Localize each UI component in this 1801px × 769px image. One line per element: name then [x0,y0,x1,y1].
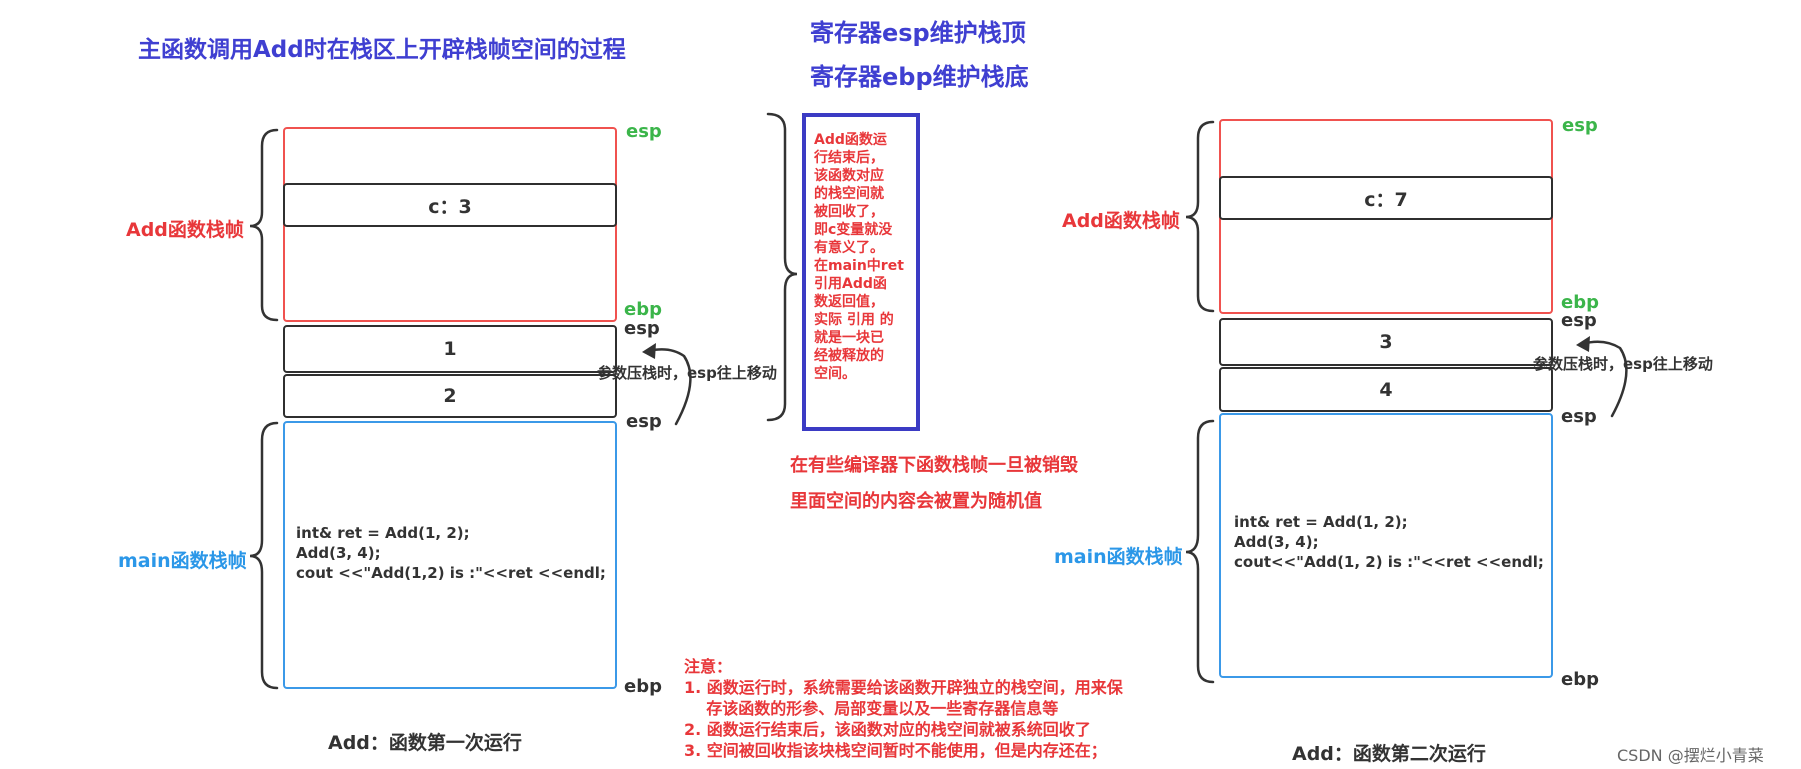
explain-line: 即c变量就没 [814,222,893,238]
left-push-note: 参数压栈时，esp往上移动 [597,364,777,382]
left-esp-top-label: esp [626,121,662,142]
explain-line: 引用Add函 [814,276,887,292]
diagram-title: 主函数调用Add时在栈区上开辟栈帧空间的过程 [138,37,626,63]
right-esp-low-label: esp [1561,406,1597,427]
left-arrow-head [642,343,656,359]
left-main-frame-label: main函数栈帧 [118,550,247,572]
explain-line: 实际 引用 的 [814,312,894,328]
left-curve-arrow [646,348,692,426]
bottom-notes: 注意： 1. 函数运行时，系统需要给该函数开辟独立的栈空间，用来保 存该函数的形… [684,656,1123,761]
left-esp-low-label: esp [626,411,662,432]
left-slot-c: c：3 [283,183,617,227]
compiler-note-line-1: 在有些编译器下函数栈帧一旦被销毁 [790,455,1078,476]
explain-line: 有意义了。 [814,240,884,256]
right-main-frame [1219,413,1553,678]
right-code-line-1: int& ret = Add(1, 2); [1234,513,1408,531]
right-code-line-2: Add(3, 4); [1234,533,1319,551]
left-code-line-1: int& ret = Add(1, 2); [296,524,470,542]
right-main-brace [1185,419,1215,684]
left-ebp-bottom-label: ebp [624,676,662,697]
explain-line: 在main中ret [814,258,904,274]
explain-brace [766,112,798,422]
register-note-esp: 寄存器esp维护栈顶 [810,19,1026,47]
bottom-note-line: 2. 函数运行结束后，该函数对应的栈空间就被系统回收了 [684,720,1091,739]
explain-line: Add函数运 [814,132,887,148]
explain-line: 的栈空间就 [814,186,884,202]
bottom-note-line: 1. 函数运行时，系统需要给该函数开辟独立的栈空间，用来保 [684,678,1123,697]
right-esp-mid-label: esp [1561,310,1597,331]
compiler-note: 在有些编译器下函数栈帧一旦被销毁 里面空间的内容会被置为随机值 [790,448,1078,520]
explain-box: Add函数运 行结束后， 该函数对应 的栈空间就 被回收了， 即c变量就没 有意… [802,113,920,431]
right-push-note: 参数压栈时，esp往上移动 [1533,355,1713,373]
left-main-brace [249,421,279,690]
explain-line: 数返回值， [814,294,884,310]
explain-line: 就是一块已 [814,330,884,346]
left-code-line-2: Add(3, 4); [296,544,381,562]
left-esp-mid-label: esp [624,318,660,339]
right-slot-3: 3 [1219,318,1553,366]
watermark: CSDN @摆烂小青菜 [1617,746,1764,765]
left-add-frame-label: Add函数栈帧 [126,219,244,241]
bottom-note-line: 3. 空间被回收指该块栈空间暂时不能使用，但是内存还在； [684,741,1107,760]
explain-line: 该函数对应 [814,168,884,184]
left-ebp-mid-label: ebp [624,299,662,320]
explain-line: 行结束后， [814,150,884,166]
left-code-line-3: cout <<"Add(1,2) is :"<<ret <<endl; [296,564,606,582]
right-slot-4: 4 [1219,367,1553,412]
right-add-brace [1185,120,1215,313]
right-ebp-bottom-label: ebp [1561,669,1599,690]
explain-line: 经被释放的 [814,348,884,364]
explain-line: 空间。 [814,366,856,382]
left-main-frame [283,421,617,689]
left-caption: Add：函数第一次运行 [328,732,522,754]
right-ebp-mid-label: ebp [1561,292,1599,313]
right-main-frame-label: main函数栈帧 [1054,546,1183,568]
left-slot-1: 1 [283,325,617,373]
right-code-line-3: cout<<"Add(1, 2) is :"<<ret <<endl; [1234,553,1544,571]
register-note-ebp: 寄存器ebp维护栈底 [810,63,1029,91]
left-slot-2: 2 [283,374,617,418]
right-esp-top-label: esp [1562,115,1598,136]
right-curve-arrow [1580,340,1628,418]
right-caption: Add：函数第二次运行 [1292,743,1486,765]
explain-line: 被回收了， [814,204,884,220]
bottom-note-heading: 注意： [684,657,733,676]
right-arrow-head [1576,336,1590,352]
right-slot-c: c：7 [1219,176,1553,220]
right-add-frame-label: Add函数栈帧 [1062,210,1180,232]
bottom-note-line: 存该函数的形参、局部变量以及一些寄存器信息等 [684,699,1059,718]
left-add-brace [249,128,279,322]
compiler-note-line-2: 里面空间的内容会被置为随机值 [790,491,1042,512]
